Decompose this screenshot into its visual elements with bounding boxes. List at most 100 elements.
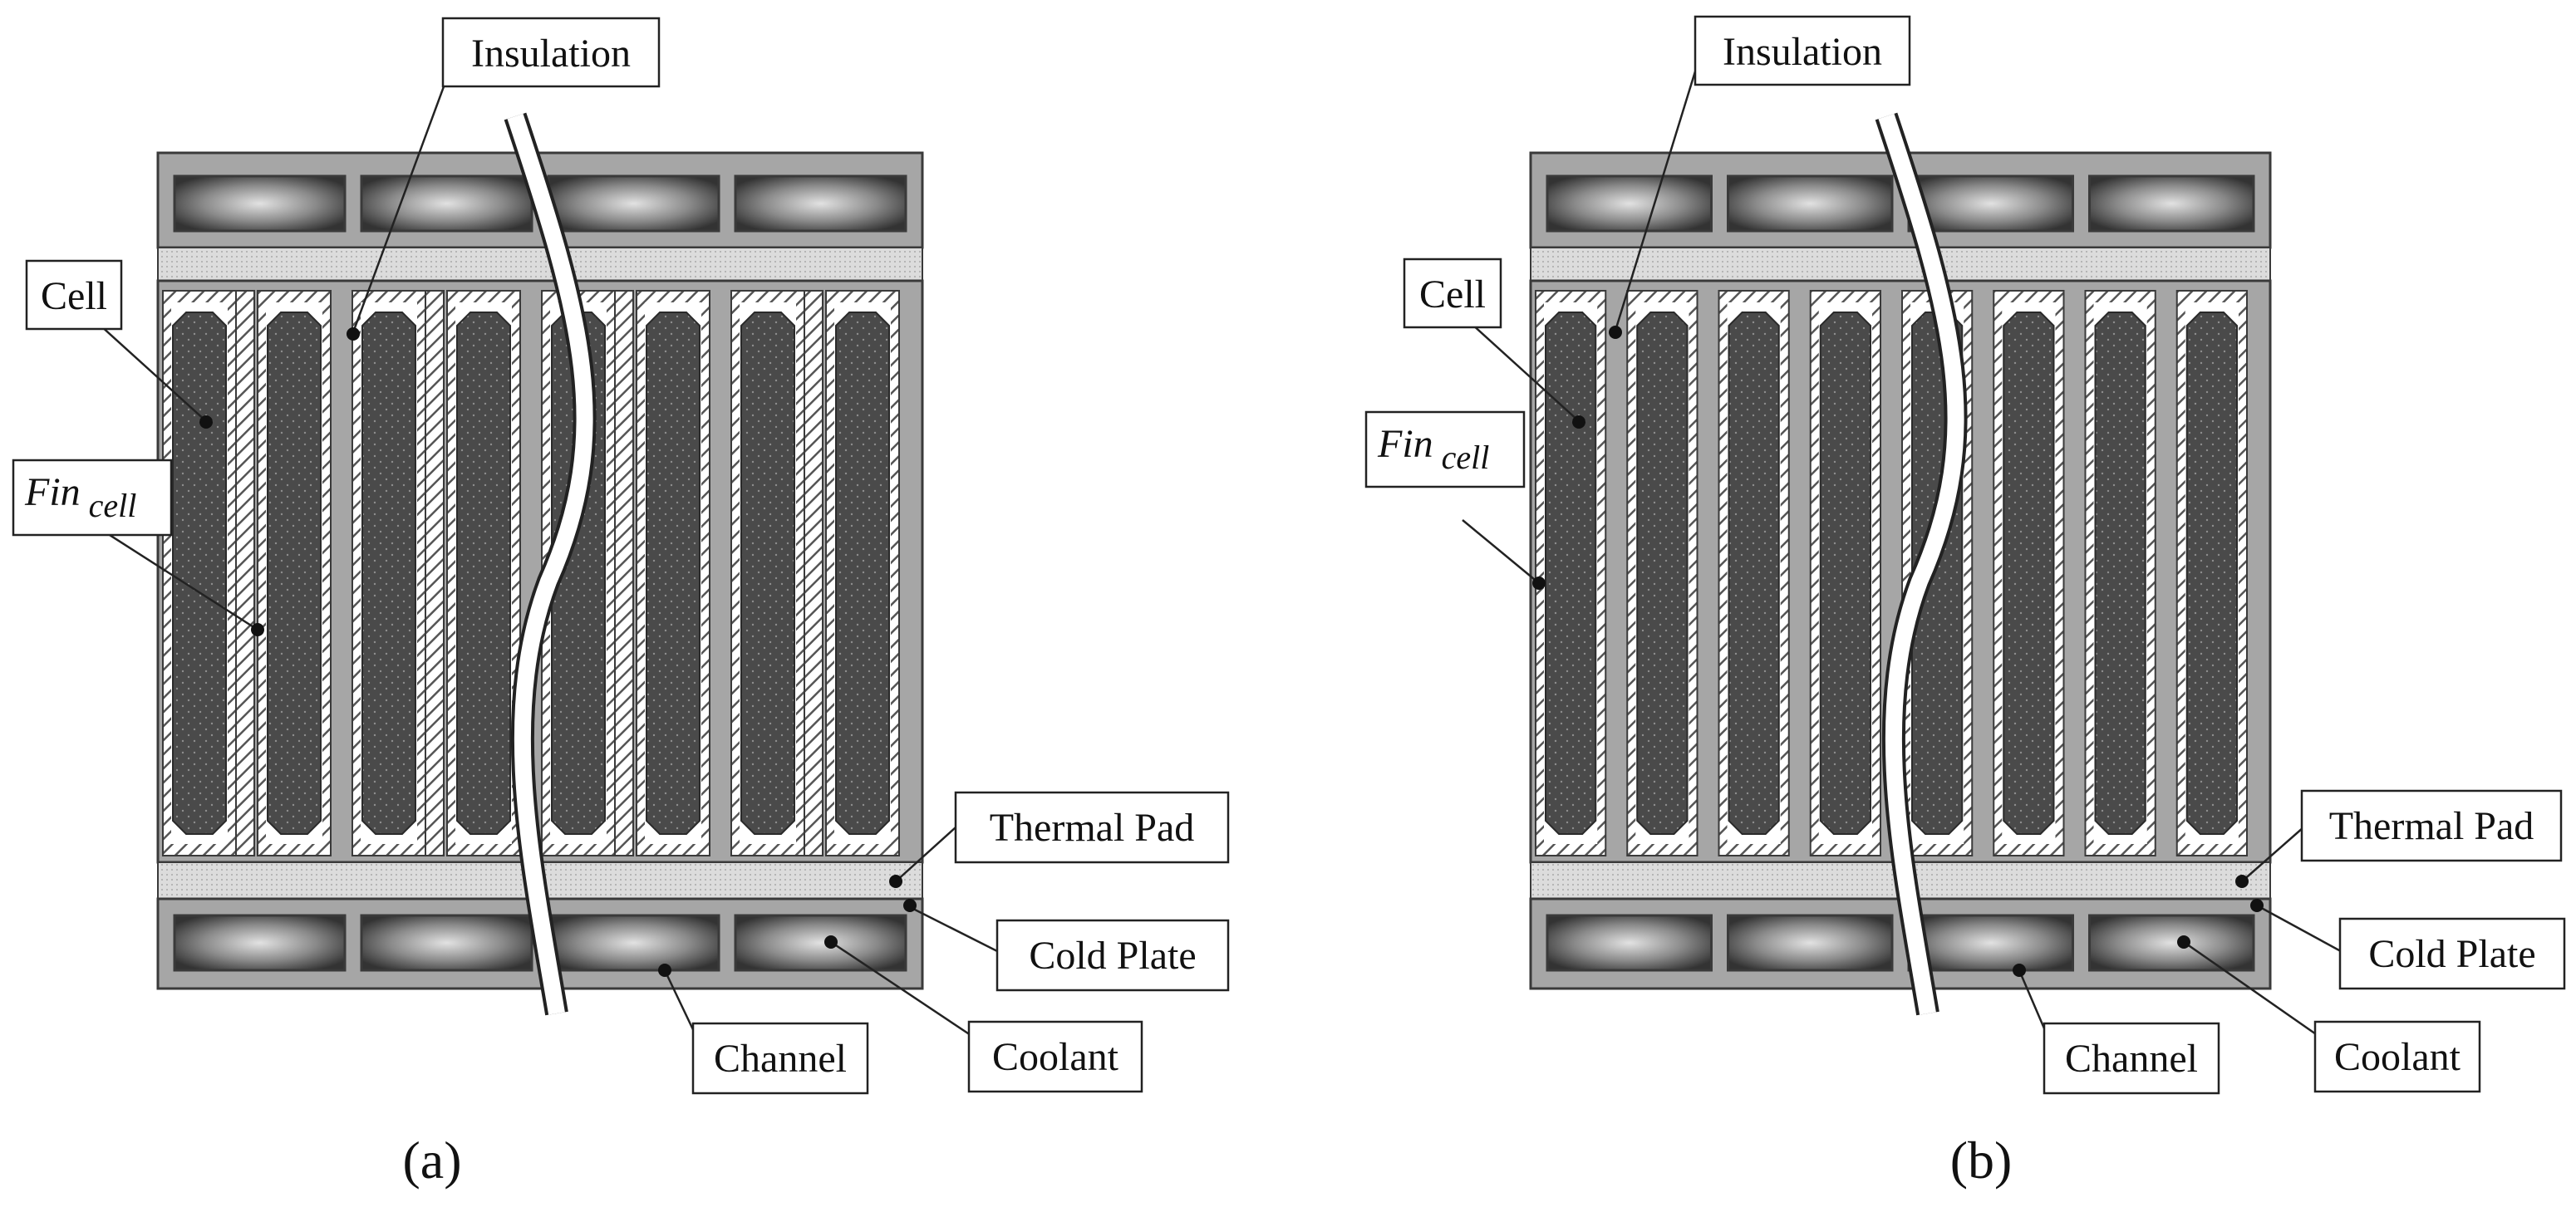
leader-cell [1462, 315, 1580, 422]
dot-thermal-pad [2235, 875, 2249, 888]
channel-top [1727, 174, 1894, 233]
battery-cell [2185, 312, 2238, 835]
label-fin-cell: Fin cell [1364, 410, 1526, 488]
battery-cell-unit [1626, 290, 1698, 856]
label-cold-plate: Cold Plate [2338, 917, 2566, 990]
label-insulation-text: Insulation [1723, 30, 1882, 74]
battery-cell [835, 312, 890, 835]
label-thermal-pad-text: Thermal Pad [990, 806, 1195, 850]
label-cell: Cell [25, 259, 123, 331]
thermal-pad-top [157, 247, 923, 282]
panel-a: Insulation Cell Fin cell Thermal Pad Col… [12, 17, 1230, 1190]
dot-insulation [1609, 326, 1622, 339]
leader-insulation [351, 72, 450, 333]
label-channel-text: Channel [2065, 1037, 2198, 1081]
leader-lines [1462, 71, 2349, 1043]
dot-cell [199, 415, 213, 429]
battery-cell [2003, 312, 2055, 835]
battery-cell [361, 312, 416, 835]
battery-cell-unit [1809, 290, 1881, 856]
top-channels [1546, 174, 2255, 233]
caption-a: (a) [402, 1131, 461, 1190]
battery-cell-unit [2175, 290, 2248, 856]
battery-cell [1819, 312, 1871, 835]
battery-cell-unit [1535, 290, 1607, 856]
caption-b: (b) [1950, 1131, 2013, 1190]
label-fin-cell: Fin cell [12, 459, 173, 537]
label-coolant: Coolant [967, 1020, 1143, 1093]
label-insulation-text: Insulation [471, 32, 631, 76]
battery-cell-unit [614, 290, 710, 856]
label-channel: Channel [691, 1022, 869, 1095]
battery-cell-unit [804, 290, 900, 856]
dot-channel [2013, 964, 2026, 977]
battery-cell [1545, 312, 1597, 835]
leader-dots [1532, 326, 2264, 977]
dot-coolant [2177, 935, 2190, 949]
leader-insulation [1614, 71, 1697, 331]
label-insulation: Insulation [1694, 15, 1911, 86]
battery-cell [267, 312, 322, 835]
dot-cell [1572, 415, 1585, 429]
dot-insulation [347, 327, 360, 341]
leader-coolant [2183, 940, 2328, 1043]
battery-cell-unit [162, 290, 237, 856]
label-coolant-text: Coolant [2334, 1035, 2461, 1079]
label-thermal-pad-text: Thermal Pad [2329, 804, 2534, 848]
channel-top [547, 174, 720, 233]
label-cell: Cell [1403, 258, 1502, 329]
label-cold-plate: Cold Plate [995, 919, 1230, 992]
battery-cell [646, 312, 701, 835]
label-fin-cell-text: Fin cell [24, 470, 136, 524]
leader-lines [91, 72, 1006, 1043]
label-cold-plate-text: Cold Plate [2368, 932, 2535, 976]
insulation-divider [614, 290, 634, 856]
dot-fin [1532, 577, 1546, 590]
channel-top [734, 174, 907, 233]
channel-bottom [360, 914, 533, 972]
leader-dots [199, 327, 917, 977]
insulation-divider [235, 290, 255, 856]
channel-bottom [734, 914, 907, 972]
channel-bottom [547, 914, 720, 972]
panel-b: Insulation Cell Fin cell Thermal Pad Col… [1364, 15, 2566, 1190]
fin-text: Fin [1377, 422, 1433, 466]
battery-cell [1636, 312, 1689, 835]
insulation-divider [804, 290, 823, 856]
thermal-pad-top [1530, 247, 2271, 282]
battery-module-a [156, 112, 924, 1016]
channel-bottom [1727, 914, 1894, 972]
label-channel-text: Channel [714, 1037, 847, 1081]
break-line-gap [507, 113, 593, 1015]
label-coolant-text: Coolant [992, 1035, 1119, 1079]
fin-subscript: cell [89, 487, 137, 524]
leader-fin [1462, 519, 1540, 584]
cell-stack [1535, 290, 2248, 856]
label-thermal-pad: Thermal Pad [954, 791, 1230, 864]
channel-bottom [1907, 914, 2074, 972]
dot-cold-plate [903, 899, 917, 912]
cell-stack [162, 290, 900, 856]
battery-cell-unit [425, 290, 521, 856]
top-channels [173, 174, 907, 233]
dot-thermal-pad [889, 875, 902, 888]
label-channel: Channel [2043, 1022, 2220, 1095]
channel-top [1907, 174, 2074, 233]
bottom-channels [173, 914, 907, 972]
label-thermal-pad: Thermal Pad [2300, 789, 2563, 862]
leader-cold-plate [2256, 904, 2349, 957]
battery-cell-unit [730, 290, 805, 856]
label-coolant: Coolant [2313, 1020, 2481, 1093]
battery-cell-unit [1718, 290, 1790, 856]
battery-module-b [1529, 112, 2272, 1016]
bottom-channels [1546, 914, 2255, 972]
battery-cell-unit [2084, 290, 2156, 856]
fin-subscript: cell [1442, 439, 1490, 476]
battery-cell [2094, 312, 2146, 835]
channel-top [2088, 174, 2255, 233]
break-line-gap [1878, 113, 1964, 1015]
label-cell-text: Cell [1419, 272, 1486, 316]
insulation-divider [425, 290, 445, 856]
label-cell-text: Cell [41, 274, 107, 318]
